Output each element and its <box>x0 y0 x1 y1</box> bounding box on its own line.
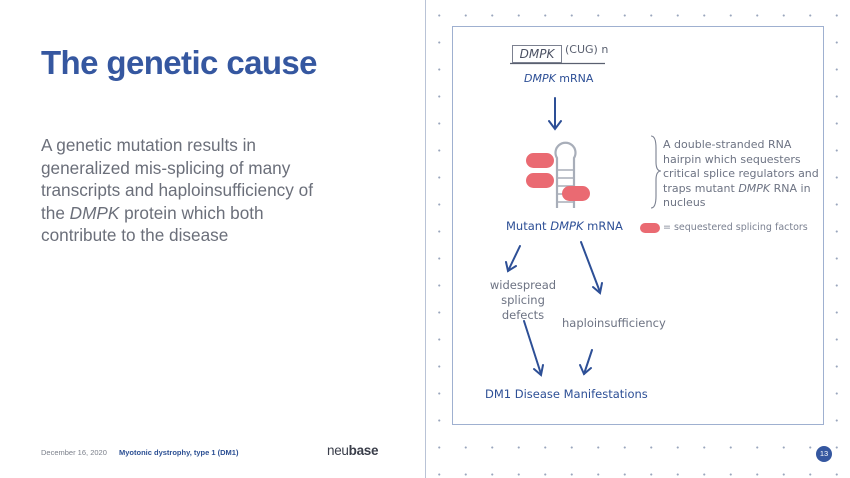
splicing-factor-1 <box>526 153 554 168</box>
rna-hairpin-icon <box>526 141 590 208</box>
neubase-logo: neubase <box>327 443 378 458</box>
mutant-label-suffix: mRNA <box>583 219 623 233</box>
footer-topic: Myotonic dystrophy, type 1 (DM1) <box>119 448 239 457</box>
repeat-label: (CUG) n <box>565 43 609 56</box>
legend-label: = sequestered splicing factors <box>663 222 808 233</box>
mrna-label-italic: DMPK <box>524 72 556 85</box>
arrow-widespread-to-dm1 <box>523 320 544 377</box>
page-title: The genetic cause <box>41 44 318 81</box>
arrow-to-widespread <box>505 245 521 273</box>
logo-bold-part: base <box>348 443 379 458</box>
mrna-label: DMPK mRNA <box>524 72 593 85</box>
footer-date: December 16, 2020 <box>41 448 107 457</box>
outcome-label: DM1 Disease Manifestations <box>485 387 648 401</box>
mutant-label-italic: DMPK <box>550 219 584 233</box>
splicing-factor-3 <box>562 186 590 201</box>
mrna-label-suffix: mRNA <box>555 72 594 85</box>
description-part-3: RNA in nucleus <box>663 181 811 210</box>
legend-splicing-factor-icon <box>640 223 660 233</box>
curly-brace <box>650 135 662 209</box>
mutant-mrna-label: Mutant DMPK mRNA <box>506 219 623 233</box>
left-pane: The genetic cause A genetic mutation res… <box>41 44 379 458</box>
haploinsufficiency-label: haploinsufficiency <box>562 316 666 330</box>
page-number-badge: 13 <box>816 446 832 462</box>
body-text-part-1: A genetic mutation results in generalize… <box>41 135 313 223</box>
arrow-to-hairpin <box>548 97 562 131</box>
description-part-1: A double-stranded RNA hairpin which sequ… <box>663 138 819 195</box>
body-text-part-3: protein which both contribute to the dis… <box>41 202 264 246</box>
arrow-haplo-to-dm1 <box>579 349 593 376</box>
splicing-factor-2 <box>526 173 554 188</box>
body-text: A genetic mutation results in generalize… <box>41 134 341 247</box>
widespread-label: widespread splicing defects <box>489 278 557 322</box>
hairpin-description: A double-stranded RNA hairpin which sequ… <box>663 138 823 211</box>
slide-divider <box>425 0 426 478</box>
body-text-dmpk: DMPK <box>69 202 120 223</box>
arrow-to-haploinsufficiency <box>580 241 603 295</box>
gene-box-label: DMPK <box>512 45 562 63</box>
description-dmpk: DMPK <box>738 181 771 195</box>
mutant-label-prefix: Mutant <box>506 219 551 233</box>
logo-light-part: neu <box>327 443 349 458</box>
diagram-panel <box>452 26 824 425</box>
